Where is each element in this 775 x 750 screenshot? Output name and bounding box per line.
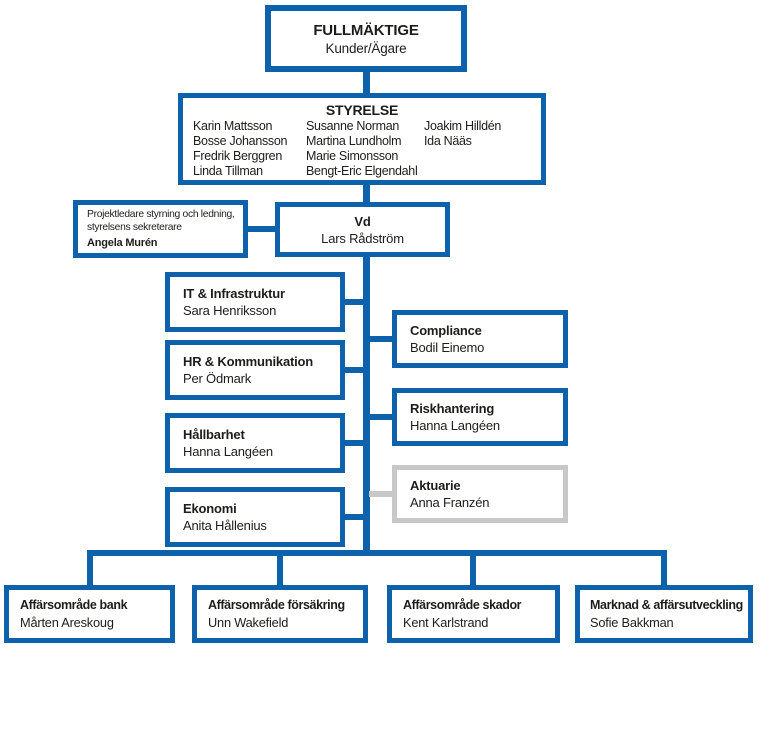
person-name: Lars Rådström xyxy=(321,230,404,246)
node-title: Marknad & affärsutveckling xyxy=(590,598,743,612)
node-affarsomrade-forsakring: Affärsområde försäkring Unn Wakefield xyxy=(192,585,368,643)
board-column-1: Karin Mattsson Bosse Johansson Fredrik B… xyxy=(193,119,306,179)
connector-ekonomi xyxy=(343,514,365,520)
board-column-2: Susanne Norman Martina Lundholm Marie Si… xyxy=(306,119,424,179)
connector-aktuarie xyxy=(369,491,394,497)
node-title: FULLMÄKTIGE xyxy=(313,21,419,39)
node-title: Riskhantering xyxy=(410,401,495,416)
role-line: styrelsens sekreterare xyxy=(87,222,182,233)
board-member: Martina Lundholm xyxy=(306,134,402,148)
node-title: Aktuarie xyxy=(410,478,461,493)
board-member: Marie Simonsson xyxy=(306,149,399,163)
connector-riskhantering xyxy=(368,414,394,420)
connector-hr xyxy=(343,367,365,373)
connector-styrelse-vd xyxy=(363,183,370,205)
person-name: Unn Wakefield xyxy=(208,615,289,630)
board-member: Susanne Norman xyxy=(306,119,400,133)
node-title: HR & Kommunikation xyxy=(183,354,314,369)
board-member: Linda Tillman xyxy=(193,164,263,178)
connector-vd-trunk xyxy=(363,255,370,553)
connector-compliance xyxy=(368,336,394,342)
connector-drop-skador xyxy=(470,553,476,585)
board-member: Karin Mattsson xyxy=(193,119,273,133)
person-name: Sara Henriksson xyxy=(183,303,277,318)
board-member: Joakim Hilldén xyxy=(424,119,502,133)
node-fullmaktige: FULLMÄKTIGE Kunder/Ägare xyxy=(265,5,467,72)
node-title: Vd xyxy=(354,213,371,229)
board-member: Bengt-Eric Elgendahl xyxy=(306,164,418,178)
node-affarsomrade-bank: Affärsområde bank Mårten Areskoug xyxy=(4,585,175,643)
board-member: Fredrik Berggren xyxy=(193,149,282,163)
person-name: Anna Franzén xyxy=(410,495,490,510)
node-hr-kommunikation: HR & Kommunikation Per Ödmark xyxy=(165,340,345,400)
connector-fullmaktige-styrelse xyxy=(363,70,370,96)
node-affarsomrade-skador: Affärsområde skador Kent Karlstrand xyxy=(387,585,560,643)
node-title: STYRELSE xyxy=(325,102,399,118)
node-title: Hållbarhet xyxy=(183,427,245,442)
person-name: Per Ödmark xyxy=(183,371,252,386)
node-riskhantering: Riskhantering Hanna Langéen xyxy=(392,388,568,446)
connector-projektledare-vd xyxy=(246,226,277,232)
connector-hallbarhet xyxy=(343,440,365,446)
person-name: Bodil Einemo xyxy=(410,340,485,355)
person-name: Kent Karlstrand xyxy=(403,615,489,630)
connector-it xyxy=(343,299,365,305)
board-column-3: Joakim Hilldén Ida Nääs xyxy=(424,119,501,179)
person-name: Anita Hållenius xyxy=(183,518,267,533)
node-title: Affärsområde bank xyxy=(20,598,128,612)
connector-drop-bank xyxy=(87,553,93,585)
node-subtitle: Kunder/Ägare xyxy=(325,40,407,56)
node-title: Affärsområde skador xyxy=(403,598,522,612)
node-title: Affärsområde försäkring xyxy=(208,598,345,612)
node-compliance: Compliance Bodil Einemo xyxy=(392,310,568,368)
person-name: Angela Murén xyxy=(87,237,158,249)
node-it-infrastruktur: IT & Infrastruktur Sara Henriksson xyxy=(165,272,345,332)
connector-drop-marknad xyxy=(661,553,667,585)
node-hallbarhet: Hållbarhet Hanna Langéen xyxy=(165,413,345,473)
person-name: Mårten Areskoug xyxy=(20,615,114,630)
connector-drop-forsakring xyxy=(277,553,283,585)
person-name: Hanna Langéen xyxy=(410,418,500,433)
role-line: Projektledare styrning och ledning, xyxy=(87,209,235,220)
node-title: Compliance xyxy=(410,323,482,338)
node-marknad-affarsutveckling: Marknad & affärsutveckling Sofie Bakkman xyxy=(575,585,753,643)
node-title: IT & Infrastruktur xyxy=(183,286,285,301)
node-styrelse: STYRELSE Karin Mattsson Bosse Johansson … xyxy=(178,93,546,185)
board-member: Bosse Johansson xyxy=(193,134,288,148)
node-aktuarie: Aktuarie Anna Franzén xyxy=(392,465,568,523)
person-name: Hanna Langéen xyxy=(183,444,273,459)
person-name: Sofie Bakkman xyxy=(590,615,674,630)
node-vd: Vd Lars Rådström xyxy=(275,202,450,257)
node-title: Ekonomi xyxy=(183,501,237,516)
connector-bottom-bus xyxy=(87,550,667,556)
node-ekonomi: Ekonomi Anita Hållenius xyxy=(165,487,345,547)
board-member-columns: Karin Mattsson Bosse Johansson Fredrik B… xyxy=(183,119,541,179)
board-member: Ida Nääs xyxy=(424,134,472,148)
node-projektledare: Projektledare styrning och ledning, styr… xyxy=(73,200,248,258)
